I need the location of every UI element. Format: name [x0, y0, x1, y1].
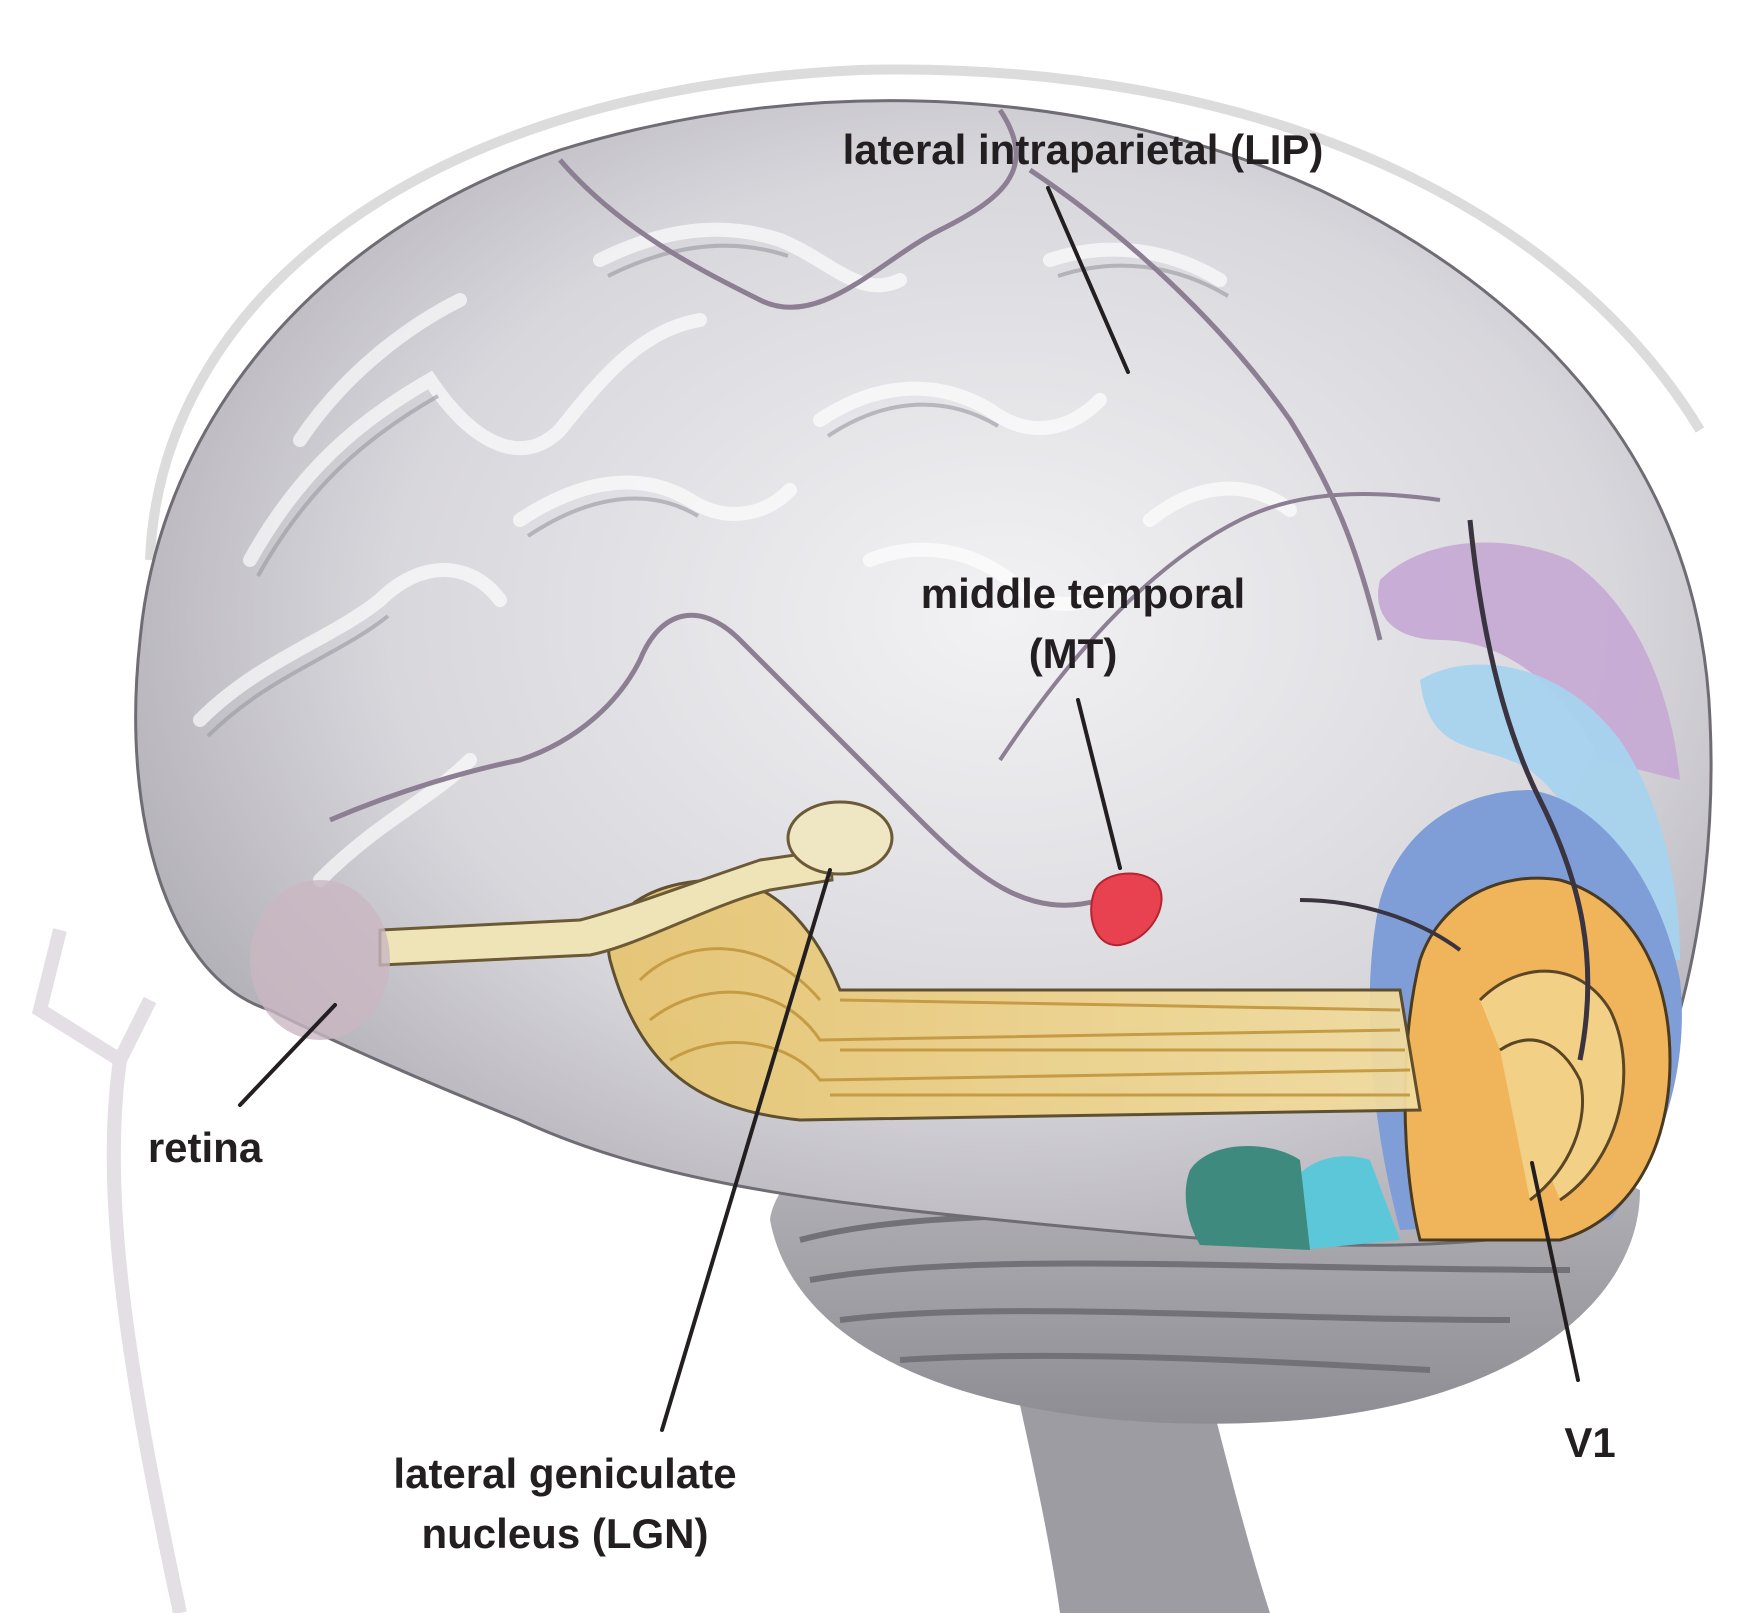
eye-region — [250, 880, 390, 1040]
label-lip: lateral intraparietal (LIP) — [843, 126, 1324, 173]
area-teal — [1186, 1146, 1310, 1250]
label-v1: V1 — [1564, 1419, 1615, 1466]
label-retina: retina — [148, 1124, 263, 1171]
label-mt-line1: middle temporal — [921, 570, 1245, 617]
label-lgn-line2: nucleus (LGN) — [421, 1510, 708, 1557]
label-lgn-line1: lateral geniculate — [393, 1450, 736, 1497]
lgn-structure — [788, 802, 892, 874]
label-mt-line2: (MT) — [1029, 630, 1118, 677]
